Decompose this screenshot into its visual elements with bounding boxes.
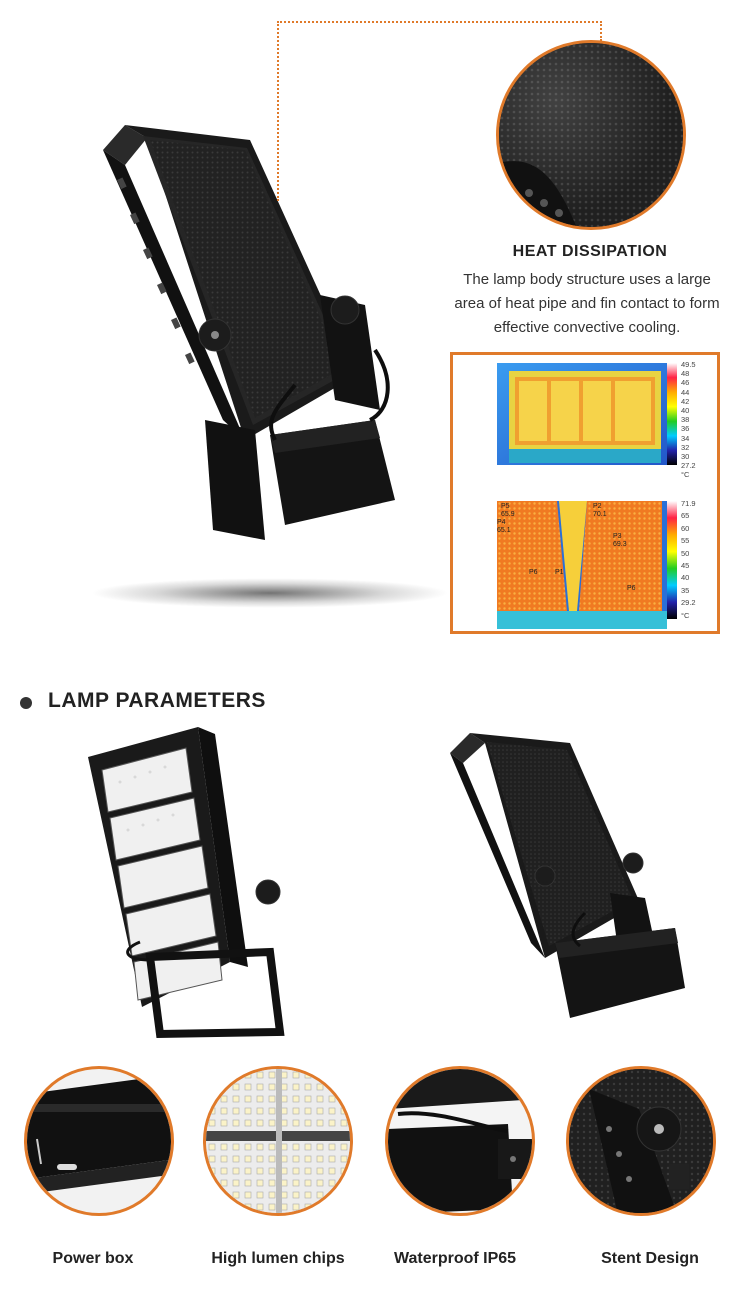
scale-tick: °C xyxy=(681,610,690,620)
feature-label-waterproof-ip65: Waterproof IP65 xyxy=(393,1250,517,1267)
scale-tick: °C xyxy=(681,470,690,480)
scale-tick: 35 xyxy=(681,585,690,595)
scale-tick: 65 xyxy=(681,511,690,521)
lamp-shadow xyxy=(90,578,450,608)
scale-tick: 32 xyxy=(681,442,690,452)
thermal-image-top xyxy=(497,363,667,465)
scale-tick: 71.9 xyxy=(681,499,696,508)
scale-tick: 49.5 xyxy=(681,360,696,369)
leader-line-right xyxy=(600,21,602,41)
thermal-scale-bottom xyxy=(667,501,677,619)
thermal-scale-top-labels: 49.5 48 46 44 42 40 38 36 34 32 30 27.2 … xyxy=(681,360,696,480)
scale-tick: 45 xyxy=(681,561,690,571)
thermal-point: P6 xyxy=(529,569,538,576)
scale-tick: 55 xyxy=(681,536,690,546)
thermal-scale-bottom-labels: 71.9 65 60 55 50 45 40 35 29.2 °C xyxy=(681,498,696,622)
heat-dissipation-description: The lamp body structure uses a large are… xyxy=(436,268,738,340)
leader-line xyxy=(277,21,602,23)
scale-tick: 30 xyxy=(681,452,690,462)
desc-line: effective convective cooling. xyxy=(493,319,681,336)
section-bullet-icon xyxy=(20,697,32,709)
scale-tick: 50 xyxy=(681,548,690,558)
heat-dissipation-title: HEAT DISSIPATION xyxy=(512,243,668,260)
hero-lamp-image xyxy=(103,125,395,540)
scale-tick: 48 xyxy=(681,369,690,379)
scale-tick: 40 xyxy=(681,406,690,416)
stent-design-image xyxy=(566,1066,716,1216)
leader-line-vertical xyxy=(277,21,279,201)
scale-tick: 60 xyxy=(681,523,690,533)
desc-line: area of heat pipe and fin contact to for… xyxy=(454,295,720,312)
feature-label-power-box: Power box xyxy=(52,1250,134,1267)
scale-tick: 46 xyxy=(681,378,690,388)
scale-tick: 29.2 xyxy=(681,598,696,608)
feature-label-stent-design: Stent Design xyxy=(601,1250,699,1267)
waterproof-ip65-image xyxy=(385,1066,535,1216)
scale-tick: 42 xyxy=(681,396,690,406)
scale-tick: 40 xyxy=(681,573,690,583)
thermal-point: P6 xyxy=(627,585,636,592)
scale-tick: 36 xyxy=(681,424,690,434)
scale-tick: 38 xyxy=(681,415,690,425)
thermal-scale-top xyxy=(667,363,677,465)
power-box-image xyxy=(24,1066,174,1216)
high-lumen-chips-image xyxy=(203,1066,353,1216)
thermal-image-panel: 49.5 48 46 44 42 40 38 36 34 32 30 27.2 … xyxy=(450,352,720,634)
feature-label-high-lumen-chips: High lumen chips xyxy=(211,1250,345,1267)
scale-tick: 27.2 xyxy=(681,461,696,471)
heat-sink-closeup-image xyxy=(496,40,686,230)
section-title: LAMP PARAMETERS xyxy=(48,689,266,712)
scale-tick: 34 xyxy=(681,433,690,443)
desc-line: The lamp body structure uses a large xyxy=(463,271,711,288)
scale-tick: 44 xyxy=(681,387,690,397)
lamp-front-image xyxy=(88,727,285,1039)
lamp-back-image xyxy=(450,733,685,1018)
thermal-point: P1 xyxy=(555,569,564,576)
